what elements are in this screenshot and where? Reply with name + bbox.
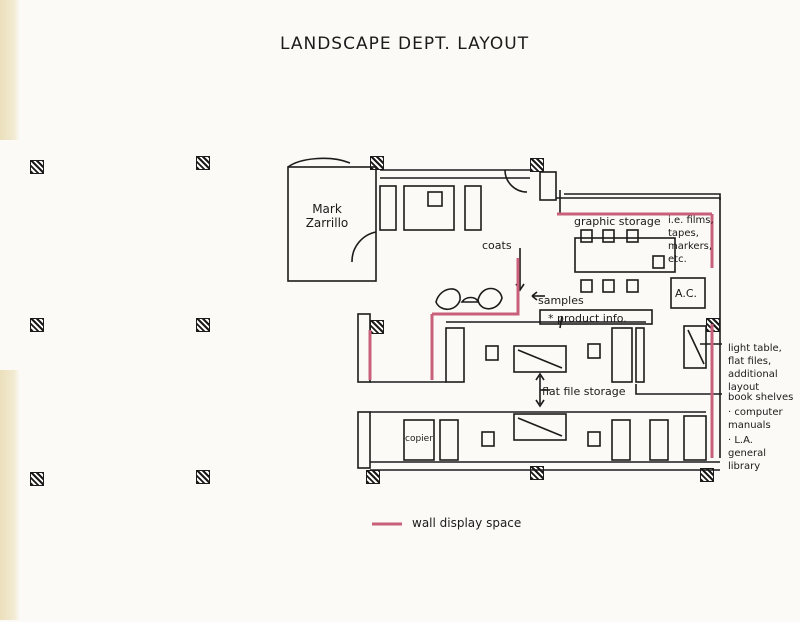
column-marker (196, 470, 210, 484)
column-marker (196, 156, 210, 170)
office-door (351, 231, 377, 263)
column-marker (30, 472, 44, 486)
ac-unit (670, 277, 706, 309)
flat-file-storage-label: flat file storage (542, 385, 626, 398)
product-info-shelf (539, 309, 653, 325)
copier-label: copier (405, 434, 433, 444)
graphic-storage-table (574, 237, 676, 273)
office-room (287, 166, 377, 282)
ac-label: A.C. (675, 287, 698, 300)
graphic-storage-label: graphic storage (574, 215, 661, 228)
light-table (683, 325, 707, 369)
column-marker (700, 468, 714, 482)
column-marker (30, 318, 44, 332)
flat-file-cabinet (513, 345, 567, 373)
masking-tape-bottom (0, 370, 20, 620)
column-marker (196, 318, 210, 332)
page-title: LANDSCAPE DEPT. LAYOUT (280, 34, 530, 54)
office-label: Mark Zarrillo (305, 202, 349, 230)
book-shelves-label: book shelves (728, 392, 794, 403)
door-arc (504, 169, 528, 193)
light-table-label: light table, flat files, additional layo… (728, 343, 782, 393)
masking-tape-top (0, 0, 20, 140)
flat-file-cabinet-2 (513, 413, 567, 441)
product-info-label: * product info. (548, 312, 627, 325)
samples-label: samples (538, 294, 584, 307)
coats-label: coats (482, 239, 512, 252)
copier (403, 419, 435, 461)
column-marker (530, 158, 544, 172)
computer-manuals-label: · computer manuals (728, 407, 783, 431)
column-marker (30, 160, 44, 174)
graphic-storage-detail: i.e. films, tapes, markers, etc. (668, 215, 714, 265)
la-library-label: · L.A. general library (728, 435, 767, 472)
legend-label: wall display space (412, 516, 522, 530)
